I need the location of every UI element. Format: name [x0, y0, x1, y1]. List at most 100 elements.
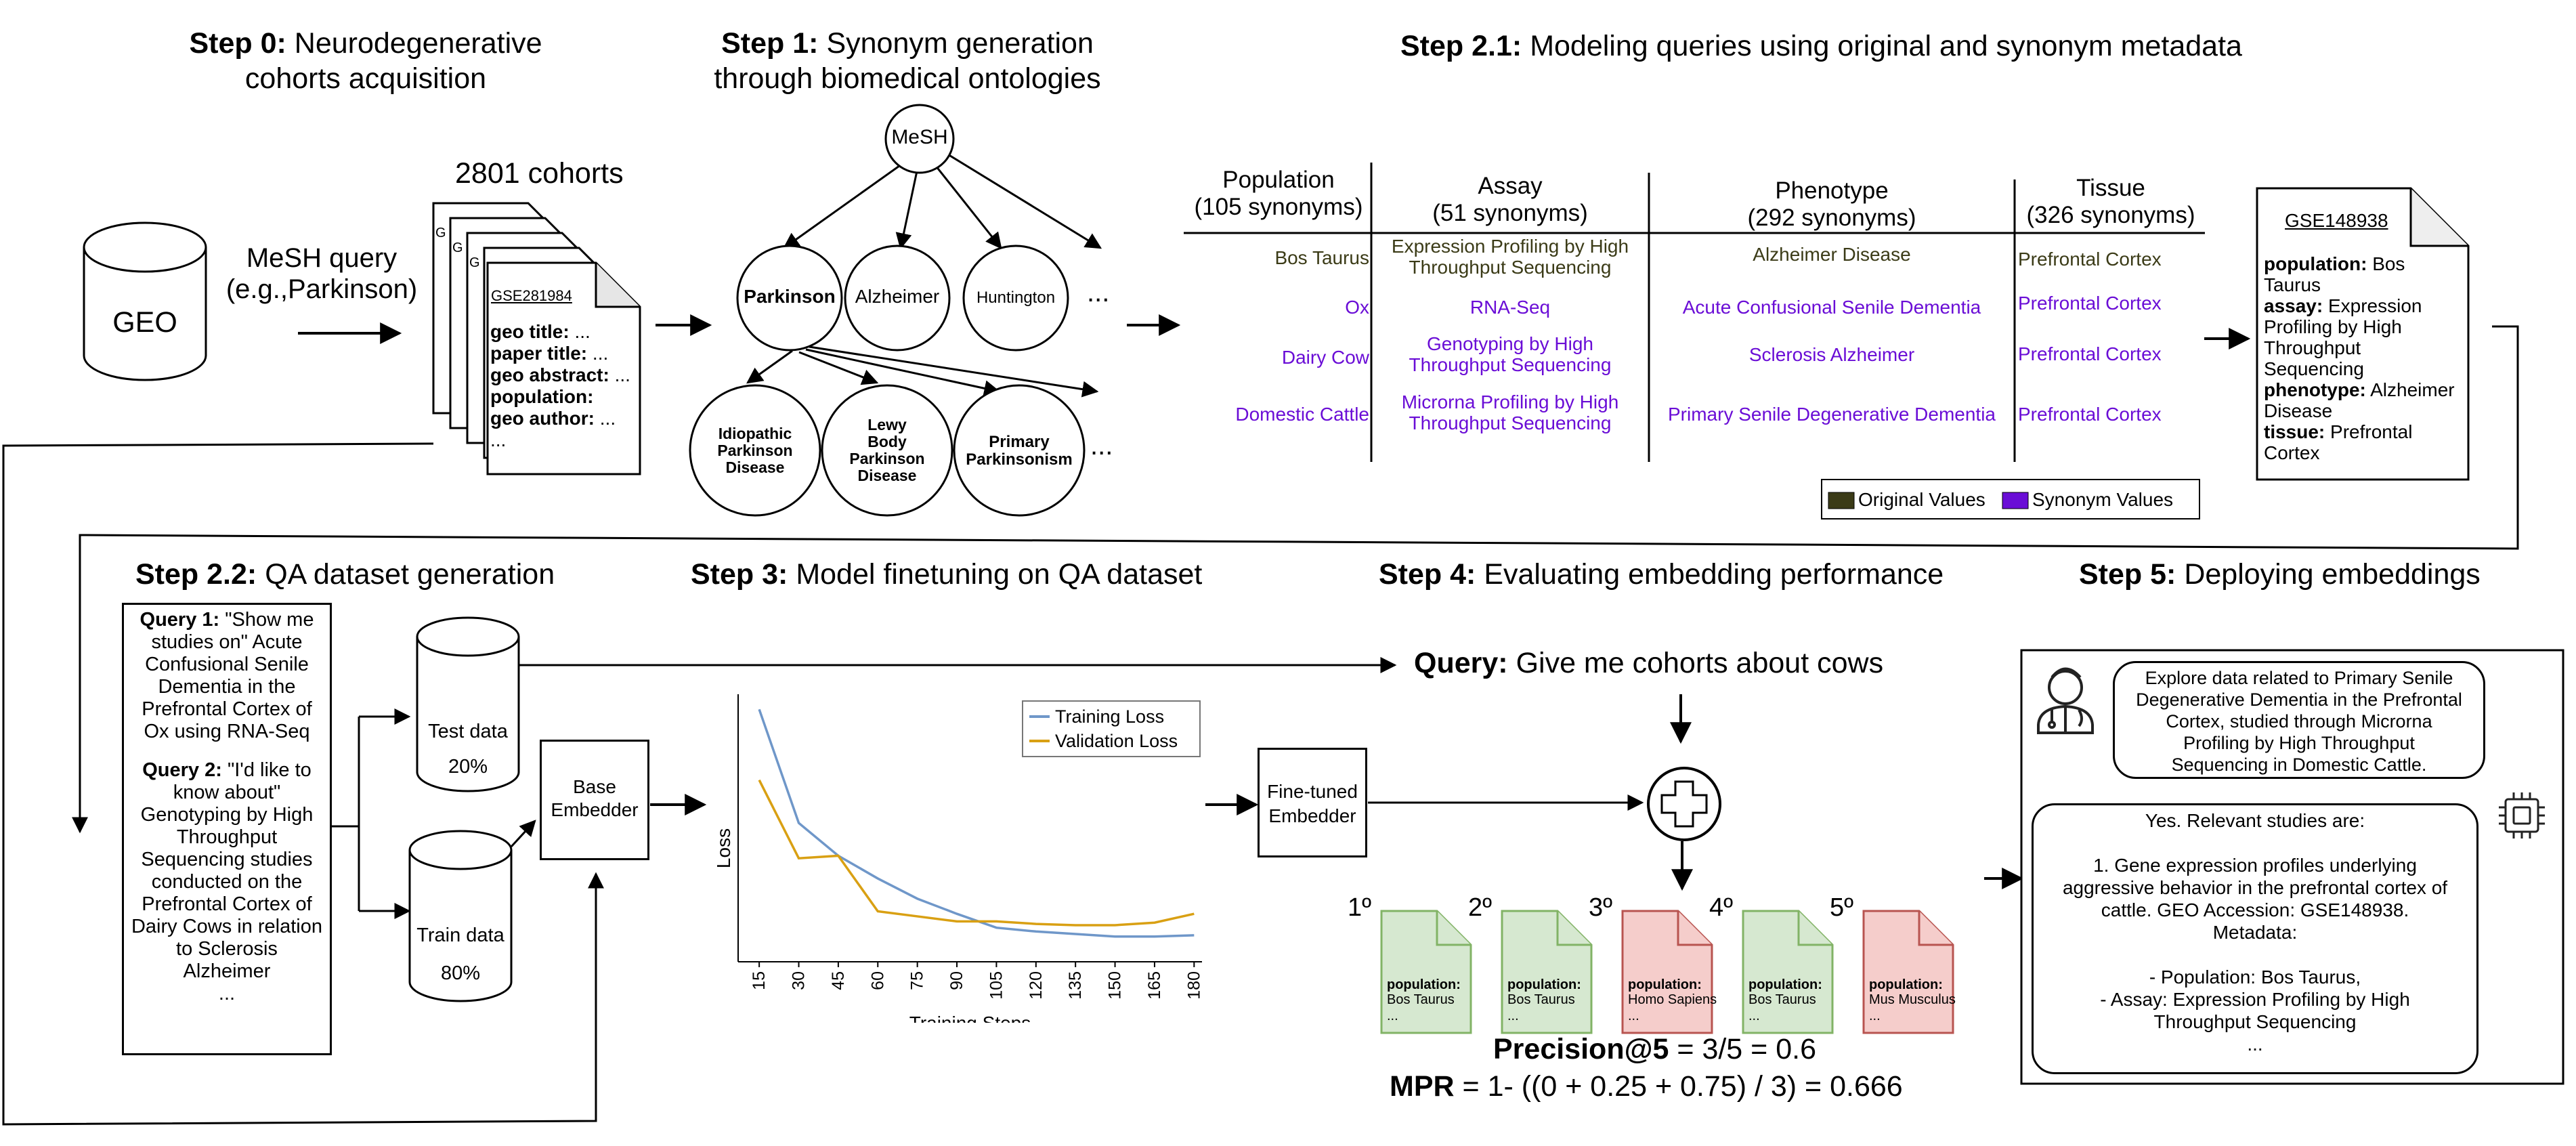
rank-label: 5º	[1830, 893, 1853, 922]
ontology-tree	[689, 104, 1102, 517]
precision-metric: Precision@5 = 3/5 = 0.6	[1493, 1033, 1816, 1065]
cohort-doc-fields: geo title: ... paper title: ... geo abst…	[490, 321, 643, 451]
geo-database-icon	[83, 221, 207, 381]
rank-label: 1º	[1348, 893, 1371, 922]
result-more: ...	[1507, 1009, 1519, 1023]
ontology-ellipsis-1: ...	[1087, 278, 1110, 307]
y-axis-label: Loss	[713, 828, 734, 868]
table-header-population: Population(105 synonyms)	[1194, 167, 1363, 220]
rank-label: 3º	[1589, 893, 1612, 922]
geo-query-line1: MeSH query	[246, 243, 398, 273]
doctor-icon	[2037, 667, 2094, 734]
legend-synonym-label: Synonym Values	[2032, 489, 2174, 510]
table-cell-phenotype: Acute Confusional Senile Dementia	[1682, 297, 1981, 318]
ontology-label-alzheimer: Alzheimer	[855, 286, 940, 307]
qa-query1: Query 1: "Show me	[139, 609, 314, 631]
gse-doc-id: GSE148938	[2285, 210, 2388, 231]
x-tick-label: 60	[868, 971, 887, 990]
legend-label: Validation Loss	[1055, 731, 1178, 751]
step22-title: Step 2.2: QA dataset generation	[135, 558, 555, 591]
result-population-value: Homo Sapiens	[1628, 992, 1717, 1007]
x-tick-label: 120	[1027, 971, 1046, 1000]
table-cell-population: Dairy Cow	[1281, 347, 1369, 368]
result-population-value: Bos Taurus	[1387, 992, 1455, 1007]
test-data-icon	[416, 616, 520, 792]
rank-label: 2º	[1468, 893, 1492, 922]
step4-title: Step 4: Evaluating embedding performance	[1379, 558, 1944, 591]
result-population-key: population:	[1628, 977, 1702, 992]
result-population-key: population:	[1387, 977, 1461, 992]
x-tick-label: 30	[790, 971, 809, 990]
ai-chip-icon	[2499, 792, 2545, 839]
ontology-node-idiopathic	[689, 384, 821, 517]
result-population-value: Bos Taurus	[1748, 992, 1816, 1007]
eval-query: Query: Give me cohorts about cows	[1414, 647, 1884, 679]
table-cell-phenotype: Alzheimer Disease	[1753, 244, 1911, 265]
qa-query2: Query 2: "I'd like to	[142, 759, 312, 781]
x-tick-label: 45	[829, 971, 848, 990]
x-tick-label: 105	[987, 971, 1006, 1000]
table-cell-phenotype: Primary Senile Degenerative Dementia	[1668, 404, 1996, 425]
arrow-train-to-base	[510, 820, 536, 848]
x-tick-label: 180	[1184, 971, 1203, 1000]
table-cell-tissue: Prefrontal Cortex	[2018, 249, 2162, 270]
ontology-node-mesh	[884, 104, 955, 174]
qa-examples-box: Query 1: "Show me studies on" Acute Conf…	[122, 603, 332, 1055]
gse-document	[2256, 187, 2470, 481]
ontology-node-parkinson	[736, 245, 843, 352]
flow-to-qa	[72, 325, 2519, 834]
x-tick-label: 90	[947, 971, 966, 990]
assistant-response-bubble: Yes. Relevant studies are: 1. Gene expre…	[2032, 803, 2478, 1074]
step21-title: Step 2.1: Modeling queries using origina…	[1400, 30, 2242, 62]
ranked-result-card: 1º population:Bos Taurus...	[1348, 893, 1472, 1034]
ontology-node-primary	[953, 384, 1086, 517]
cohort-field-row: geo author: ...	[490, 408, 616, 429]
train-data-icon	[408, 830, 513, 1002]
result-more: ...	[1387, 1009, 1398, 1023]
mpr-metric: MPR = 1- ((0 + 0.25 + 0.75) / 3) = 0.666	[1390, 1070, 1903, 1103]
ontology-ellipsis-2: ...	[1090, 431, 1113, 461]
table-header-tissue: Tissue(326 synonyms)	[2026, 175, 2195, 228]
x-tick-label: 75	[908, 971, 927, 990]
table-header-assay: Assay(51 synonyms)	[1432, 173, 1588, 226]
cohort-doc-id: GSE281984	[491, 287, 572, 304]
ontology-node-lewy	[821, 384, 953, 517]
table-cell-phenotype: Sclerosis Alzheimer	[1748, 344, 1915, 365]
cohort-count: 2801 cohorts	[455, 157, 624, 190]
legend-label: Training Loss	[1055, 706, 1164, 727]
result-population-key: population:	[1748, 977, 1822, 992]
cohort-field-row: geo abstract: ...	[490, 364, 630, 385]
step5-title: Step 5: Deploying embeddings	[2079, 558, 2481, 591]
x-tick-label: 150	[1106, 971, 1125, 1000]
flow-cohorts-to-base	[2, 442, 604, 1126]
legend-original-label: Original Values	[1858, 489, 1985, 510]
x-tick-label: 15	[750, 971, 769, 990]
table-cell-population: Ox	[1345, 297, 1369, 318]
result-more: ...	[1748, 1009, 1760, 1023]
result-population-key: population:	[1507, 977, 1581, 992]
user-query-bubble: Explore data related to Primary Senile D…	[2113, 661, 2485, 779]
synonym-table-grid	[1184, 163, 2205, 462]
x-tick-label: 165	[1145, 971, 1164, 1000]
ontology-label-huntington: Huntington	[976, 289, 1056, 307]
back-doc-mark-1: G	[435, 226, 446, 240]
table-cell-population: Domestic Cattle	[1235, 404, 1369, 425]
x-axis-label: Training Steps	[909, 1013, 1031, 1023]
table-header-phenotype: Phenotype(292 synonyms)	[1747, 177, 1916, 231]
ontology-label-mesh: MeSH	[891, 126, 948, 148]
geo-query-line2: (e.g.,Parkinson)	[226, 274, 418, 304]
